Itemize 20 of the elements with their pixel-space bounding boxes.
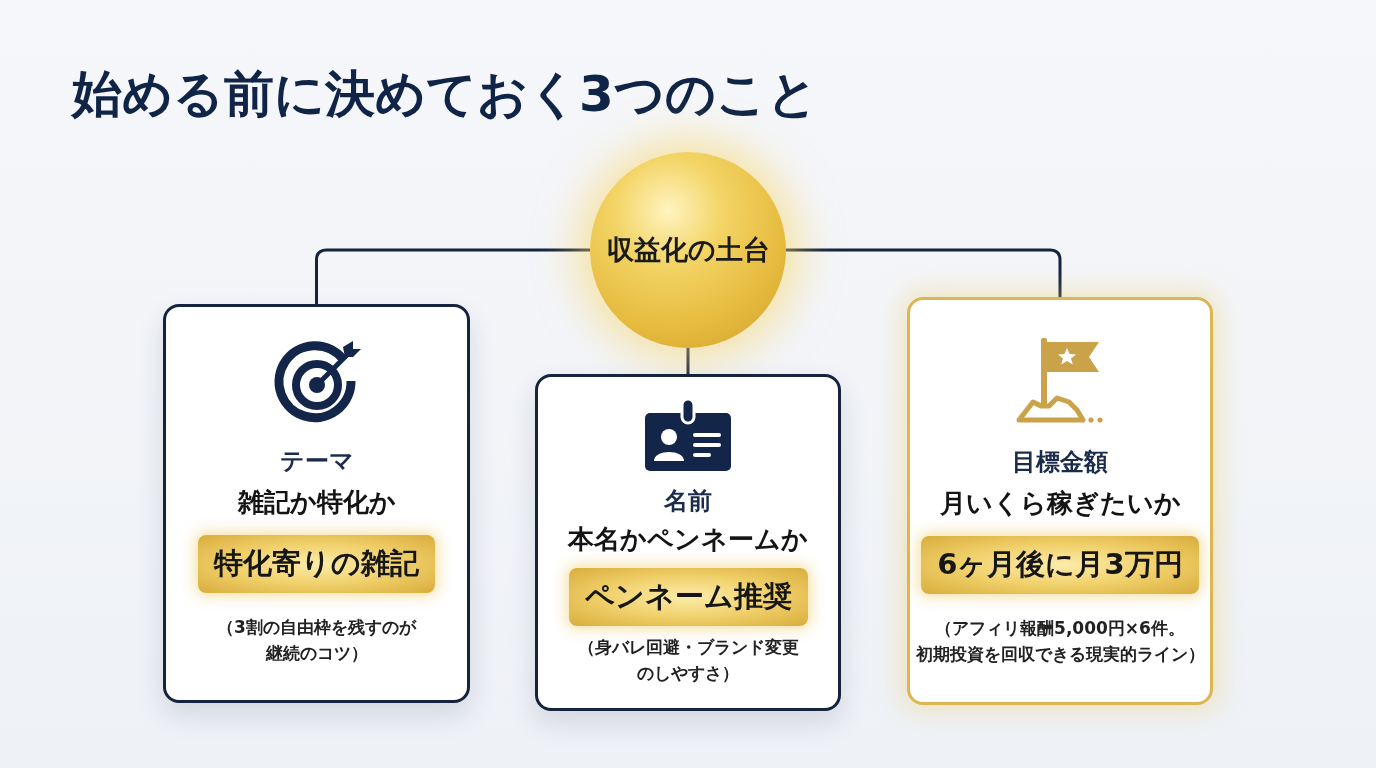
card	[535, 374, 841, 711]
card-note: （3割の自由枠を残すのが継続のコツ）	[216, 616, 418, 665]
connector-line	[686, 348, 690, 374]
highlight-banner: 6ヶ月後に月3万円	[921, 536, 1199, 594]
card-note: （身バレ回避・ブランド変更のしやすさ）	[576, 636, 800, 685]
card-heading: テーマ	[279, 446, 354, 477]
highlight-banner: 特化寄りの雑記	[198, 535, 435, 593]
card-heading: 名前	[664, 486, 712, 517]
connector-line	[786, 248, 1062, 297]
card-subtitle: 本名かペンネームか	[568, 523, 808, 556]
card-subtitle: 雑記か特化か	[237, 486, 396, 519]
card-heading: 目標金額	[1012, 447, 1108, 478]
card	[907, 297, 1213, 705]
connector-line	[315, 248, 590, 304]
card-subtitle: 月いくら稼ぎたいか	[939, 487, 1181, 520]
card-note: （アフィリ報酬5,000円×6件。初期投資を回収できる現実的ライン）	[914, 617, 1206, 666]
title: 始める前に決めておく3つのこと	[72, 64, 818, 124]
highlight-banner: ペンネーム推奨	[568, 568, 808, 626]
card	[163, 304, 470, 703]
central-topic: 収益化の土台	[590, 152, 786, 348]
